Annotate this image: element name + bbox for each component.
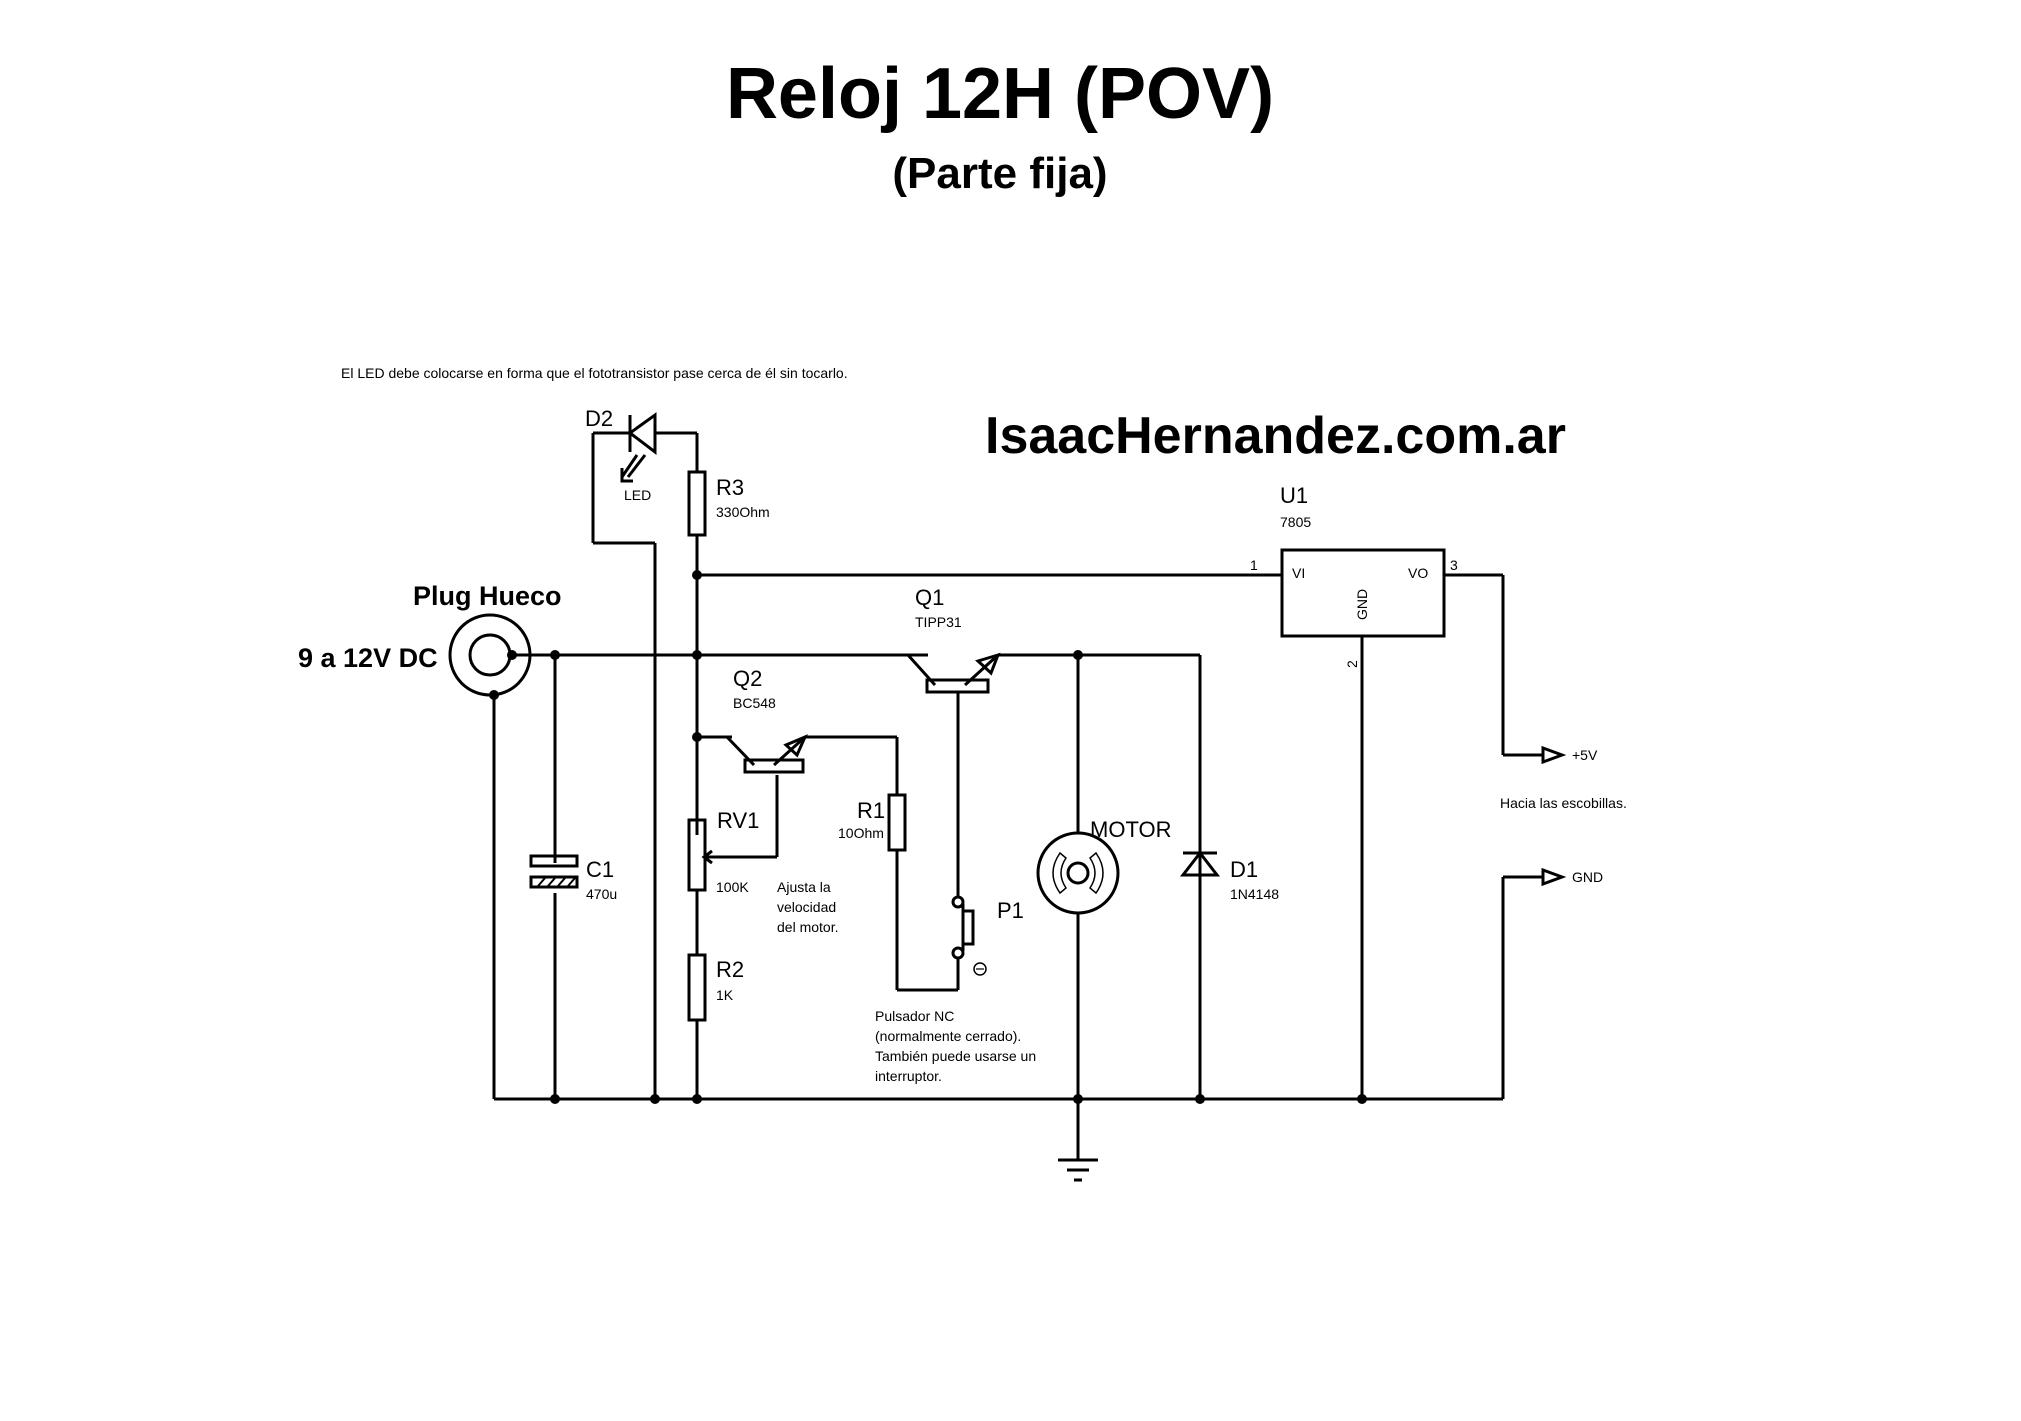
r1-value: 10Ohm [838,825,884,841]
page-subtitle: (Parte fija) [892,149,1107,198]
p1-note-line4: interruptor. [875,1068,942,1084]
terminal-gnd [1541,867,1567,887]
wires [492,431,1543,1160]
resistor-r2 [687,953,707,1022]
u1-pin3-number: 3 [1450,557,1458,573]
p1-note-line1: Pulsador NC [875,1008,954,1024]
r2-ref: R2 [716,957,744,982]
capacitor-c1-symbol [529,854,579,889]
c1-value: 470u [586,886,617,902]
rv1-ref: RV1 [717,808,759,833]
d1-value: 1N4148 [1230,886,1279,902]
r2-value: 1K [716,987,734,1003]
resistor-r1 [887,793,907,852]
output-note: Hacia las escobillas. [1500,795,1627,811]
u1-ref: U1 [1280,483,1308,508]
led-d2-symbol [620,412,657,483]
rv1-note-line1: Ajusta la [777,879,831,895]
u1-pin-vi: VI [1292,565,1305,581]
terminal-gnd-label: GND [1572,869,1603,885]
website-label: IsaacHernandez.com.ar [985,407,1566,465]
led-placement-note: El LED debe colocarse en forma que el fo… [341,365,848,381]
r1-ref: R1 [857,798,885,823]
u1-pin2-number: 2 [1344,660,1360,668]
q2-value: BC548 [733,695,776,711]
u1-value: 7805 [1280,514,1311,530]
ground-icon [1058,1158,1098,1182]
d2-value: LED [624,487,651,503]
d2-ref: D2 [585,406,613,431]
rv1-note-line3: del motor. [777,919,838,935]
regulator-u1 [1280,548,1446,638]
motor-label: MOTOR [1090,817,1171,842]
terminal-plus5v [1541,745,1567,765]
pushbutton-p1-symbol [951,895,987,976]
plug-voltage-label: 9 a 12V DC [298,643,438,673]
q1-ref: Q1 [915,585,944,610]
terminal-plus5v-label: +5V [1572,747,1598,763]
c1-ref: C1 [586,857,614,882]
rv1-note-line2: velocidad [777,899,836,915]
p1-note-line2: (normalmente cerrado). [875,1028,1021,1044]
junctions [550,570,1367,1104]
r3-value: 330Ohm [716,504,770,520]
p1-ref: P1 [997,898,1024,923]
d1-ref: D1 [1230,857,1258,882]
r3-ref: R3 [716,475,744,500]
page-title: Reloj 12H (POV) [726,54,1274,134]
motor-symbol [1036,831,1120,915]
transistor-q1-symbol [906,652,1001,694]
q1-value: TIPP31 [915,614,962,630]
transistor-q2-symbol [725,734,808,774]
plug-label: Plug Hueco [413,581,562,611]
diode-d1-symbol [1179,850,1221,877]
rv1-value: 100K [716,879,749,895]
plug-jack-symbol [448,613,532,700]
u1-pin1-number: 1 [1250,557,1258,573]
q2-ref: Q2 [733,666,762,691]
p1-note-line3: También puede usarse un [875,1048,1036,1064]
u1-pin-gnd: GND [1354,589,1370,620]
u1-pin-vo: VO [1408,565,1428,581]
resistor-r3 [687,470,707,537]
